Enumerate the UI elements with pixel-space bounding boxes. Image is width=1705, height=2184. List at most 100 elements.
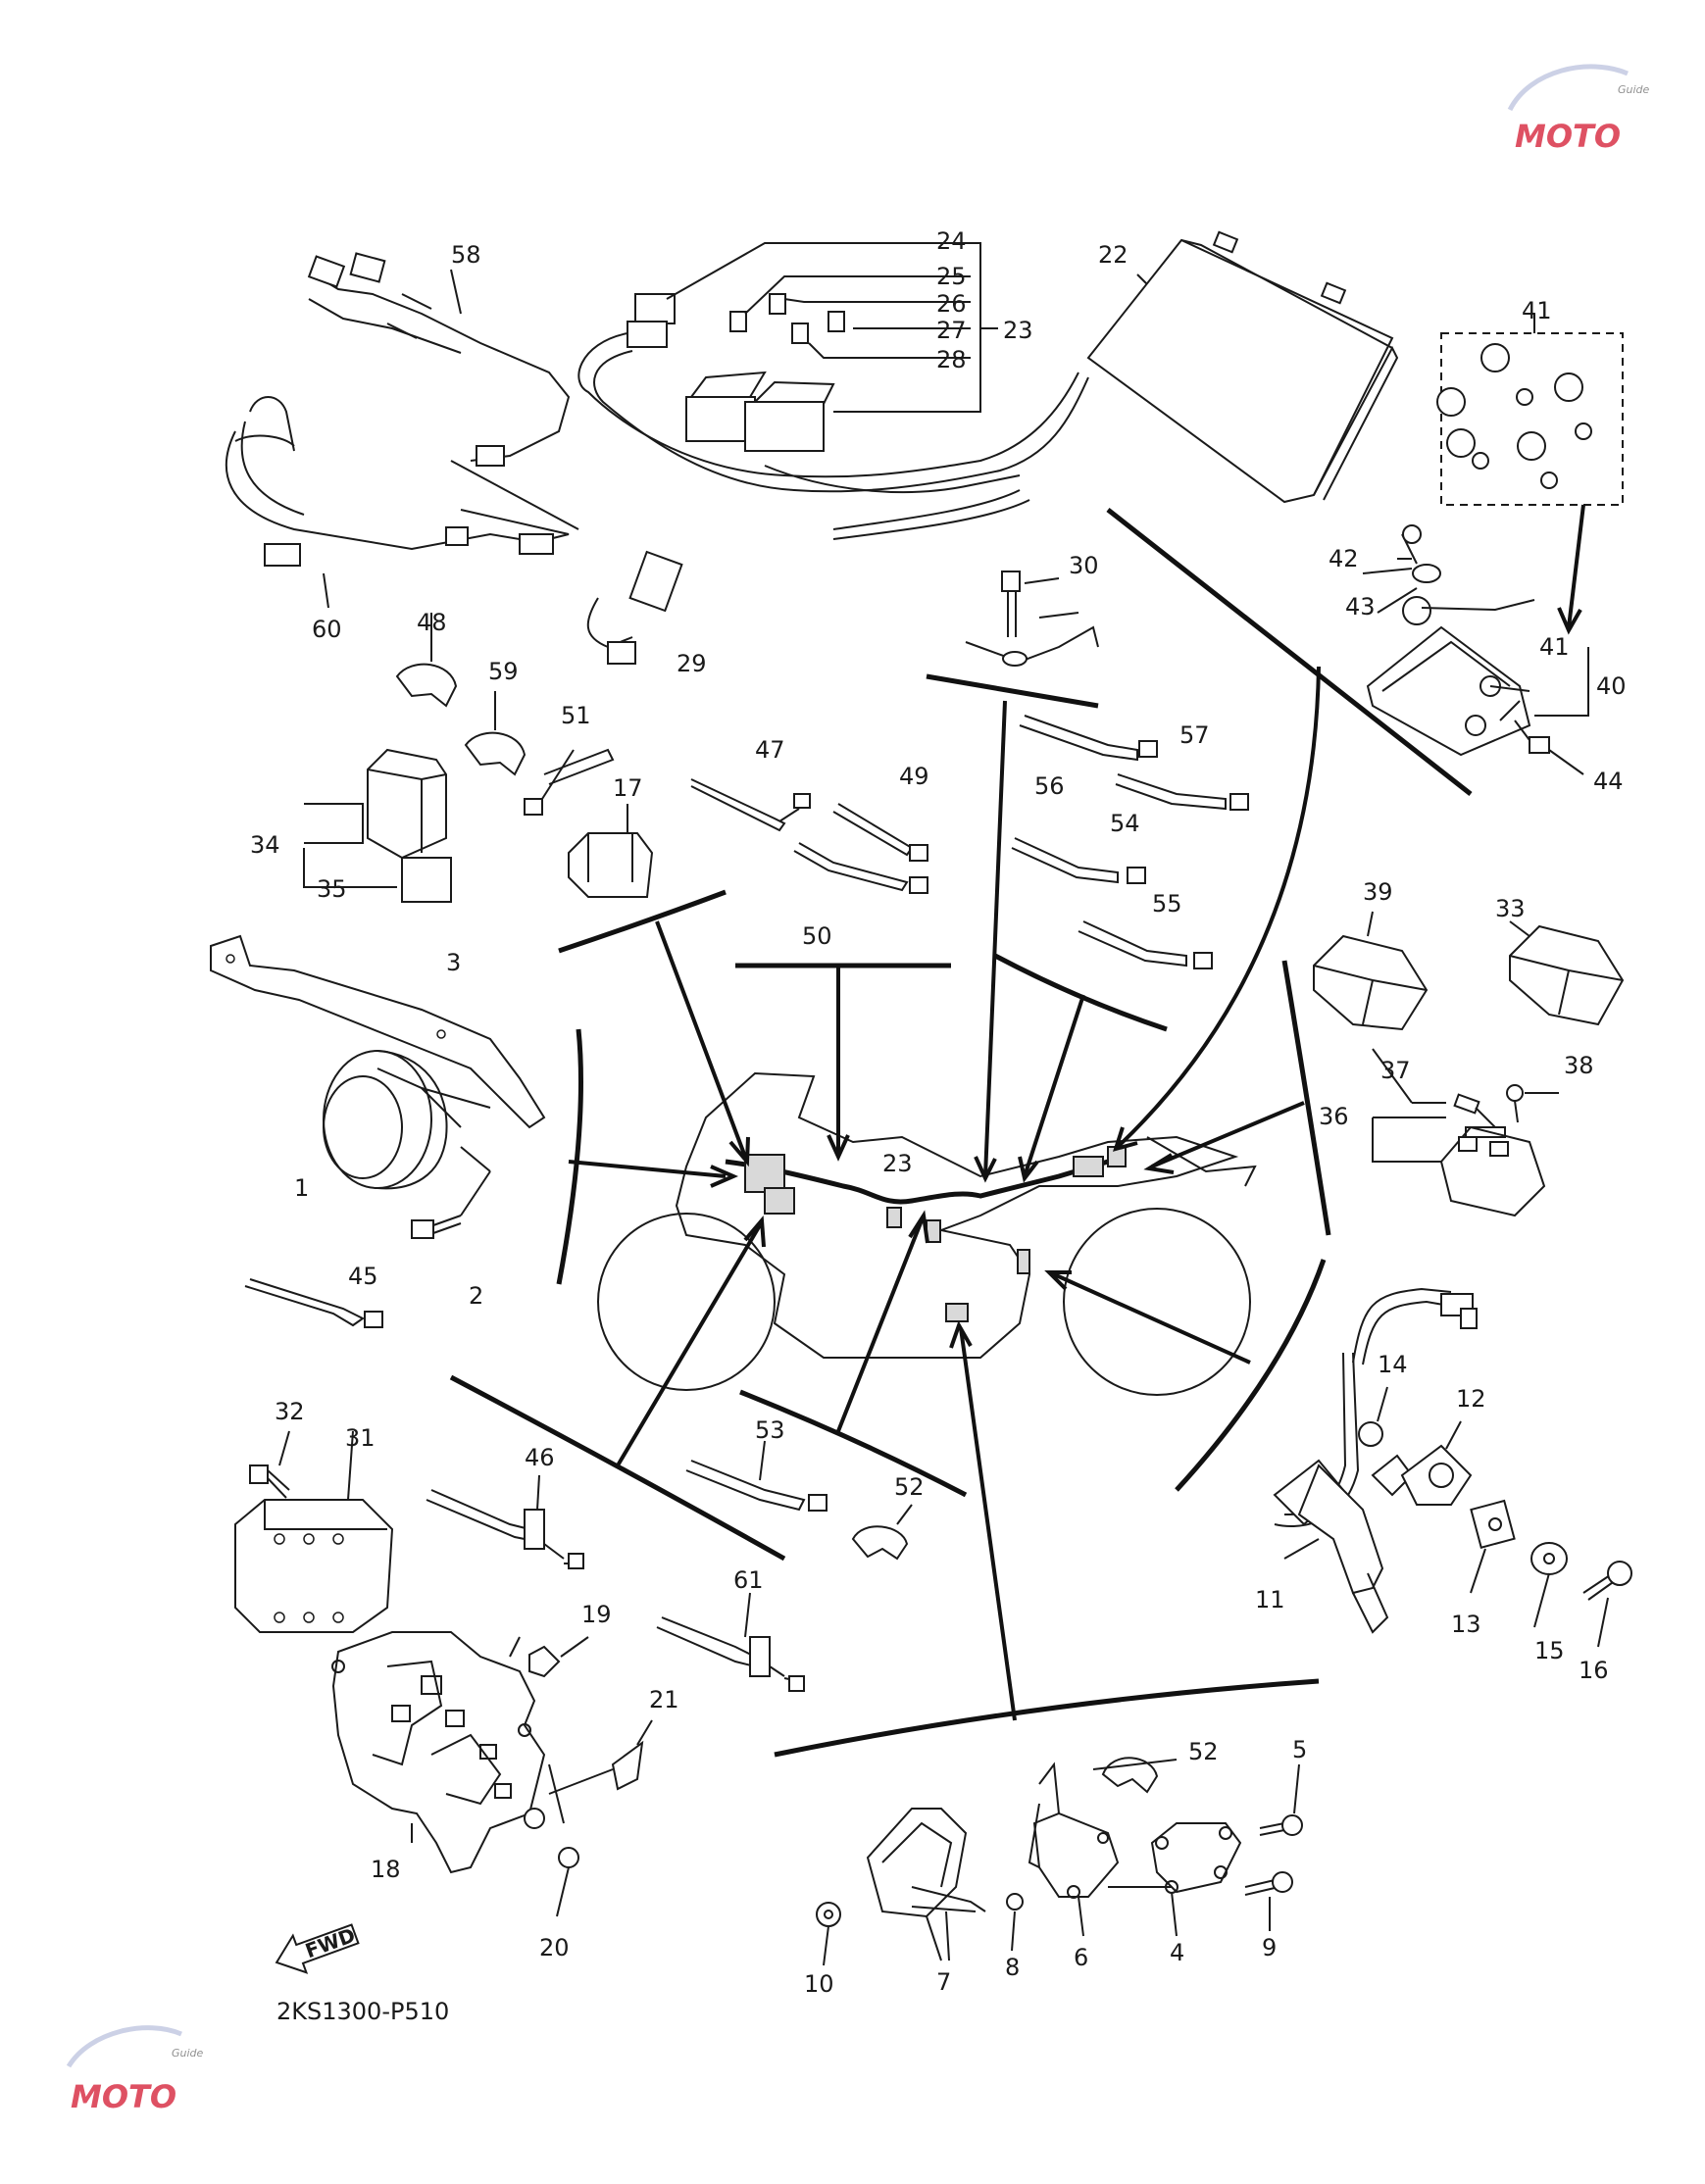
part-36-relay <box>1372 1048 1559 1217</box>
part-2-bolt <box>411 1170 491 1239</box>
callout-42: 42 <box>1329 545 1359 572</box>
callout-21: 21 <box>649 1686 679 1713</box>
callout-23: 23 <box>1003 317 1033 344</box>
part-15-washer <box>1530 1542 1568 1628</box>
part-34-relay <box>303 748 452 903</box>
callout-48: 48 <box>417 609 447 636</box>
callout-52: 52 <box>894 1473 925 1501</box>
part-29-relay <box>586 550 683 665</box>
callout-41: 41 <box>1522 297 1552 324</box>
callout-7: 7 <box>936 1968 951 1996</box>
callout-41b: 41 <box>1539 633 1570 661</box>
callout-8: 8 <box>1005 1954 1020 1981</box>
callout-55: 55 <box>1152 890 1182 918</box>
part-57-tie <box>1115 773 1249 811</box>
fuse-callout-bracket <box>323 242 998 609</box>
callout-5: 5 <box>1292 1736 1307 1763</box>
part-12-holder <box>1400 1420 1473 1506</box>
part-47-tie <box>690 778 811 832</box>
region-pointers <box>449 508 1473 1758</box>
callout-39: 39 <box>1363 878 1393 906</box>
callouts: 1 2 3 4 5 6 7 8 9 10 11 12 13 14 15 16 1… <box>250 227 1627 1998</box>
part-18-bracket <box>331 1631 565 1874</box>
part-30-bolt <box>965 571 1099 667</box>
watermark-top: MOTO Guide <box>1507 64 1650 155</box>
callout-44: 44 <box>1593 768 1624 795</box>
part-53-tie <box>685 1440 827 1512</box>
part-40-controller <box>1362 524 1589 775</box>
callout-20: 20 <box>539 1934 570 1961</box>
callout-56: 56 <box>1034 772 1065 800</box>
part-31-regulator <box>234 1430 394 1633</box>
callout-51: 51 <box>561 702 591 729</box>
callout-26: 26 <box>936 290 967 318</box>
callout-27: 27 <box>936 317 967 344</box>
part-14-collar <box>1358 1386 1388 1447</box>
part-55-tie <box>1078 920 1213 969</box>
part-24-fuse-box <box>577 242 1089 540</box>
part-52-clamp <box>851 1504 913 1561</box>
motorcycle-outline: 23 <box>597 1071 1257 1396</box>
callout-18: 18 <box>371 1856 401 1883</box>
callout-29: 29 <box>677 650 707 677</box>
callout-53: 53 <box>755 1416 785 1444</box>
part-9-bolt <box>1244 1871 1293 1931</box>
fwd-arrow-icon: FWD <box>275 1923 360 1974</box>
part-46-clip <box>426 1474 584 1569</box>
callout-22: 22 <box>1098 241 1128 269</box>
part-4-plate <box>1108 1822 1242 1937</box>
part-11-sensor <box>1273 1287 1478 1634</box>
part-10-nut <box>816 1902 841 1966</box>
part-7-switch <box>866 1808 986 1961</box>
callout-24: 24 <box>936 227 967 255</box>
part-20-bolt <box>556 1847 579 1917</box>
callout-9: 9 <box>1262 1934 1277 1961</box>
part-3-bracket <box>210 934 546 1129</box>
callout-46: 46 <box>525 1444 555 1471</box>
callout-37: 37 <box>1380 1057 1411 1084</box>
part-52b-clamp <box>1092 1757 1178 1794</box>
part-54-tie <box>1011 837 1146 884</box>
part-39-relay <box>1313 911 1429 1031</box>
part-17-holder <box>568 804 654 898</box>
part-22-battery <box>1086 230 1399 504</box>
diagram-code: 2KS1300-P510 <box>276 1998 449 2025</box>
callout-25: 25 <box>936 263 967 290</box>
callout-32: 32 <box>275 1398 305 1425</box>
callout-36: 36 <box>1319 1103 1349 1130</box>
callout-52b: 52 <box>1188 1738 1219 1765</box>
svg-text:MOTO: MOTO <box>71 2078 176 2115</box>
callout-12: 12 <box>1456 1385 1486 1413</box>
part-19-clip <box>528 1636 589 1678</box>
part-56-tie <box>1019 715 1158 762</box>
callout-57: 57 <box>1179 721 1210 749</box>
callout-16: 16 <box>1579 1657 1609 1684</box>
part-16-screw <box>1582 1561 1632 1648</box>
svg-text:MOTO: MOTO <box>1515 118 1621 155</box>
callout-3: 3 <box>446 949 461 976</box>
part-48-clamp <box>395 613 458 708</box>
callout-17: 17 <box>613 774 643 802</box>
part-6-bracket <box>1028 1762 1120 1937</box>
callout-34: 34 <box>250 831 280 859</box>
part-49-tie <box>832 803 928 862</box>
part-61-clip <box>656 1592 805 1692</box>
part-59-clamp <box>464 691 527 776</box>
callout-43: 43 <box>1345 593 1376 620</box>
callout-35: 35 <box>317 875 347 903</box>
callout-33: 33 <box>1495 895 1526 922</box>
callout-47: 47 <box>755 736 785 764</box>
part-60-sub-harness <box>225 252 579 567</box>
callout-19: 19 <box>581 1601 612 1628</box>
watermark-bottom: MOTO Guide <box>66 2025 204 2115</box>
callout-14: 14 <box>1378 1351 1408 1378</box>
callout-61: 61 <box>733 1566 764 1594</box>
part-51-cable-tie <box>524 748 615 816</box>
callout-13: 13 <box>1451 1611 1481 1638</box>
part-50-tie <box>793 842 928 894</box>
callout-23b: 23 <box>882 1150 913 1177</box>
part-8-bushing <box>1006 1893 1024 1952</box>
callout-38: 38 <box>1564 1052 1594 1079</box>
callout-15: 15 <box>1534 1637 1565 1664</box>
callout-49: 49 <box>899 763 929 790</box>
